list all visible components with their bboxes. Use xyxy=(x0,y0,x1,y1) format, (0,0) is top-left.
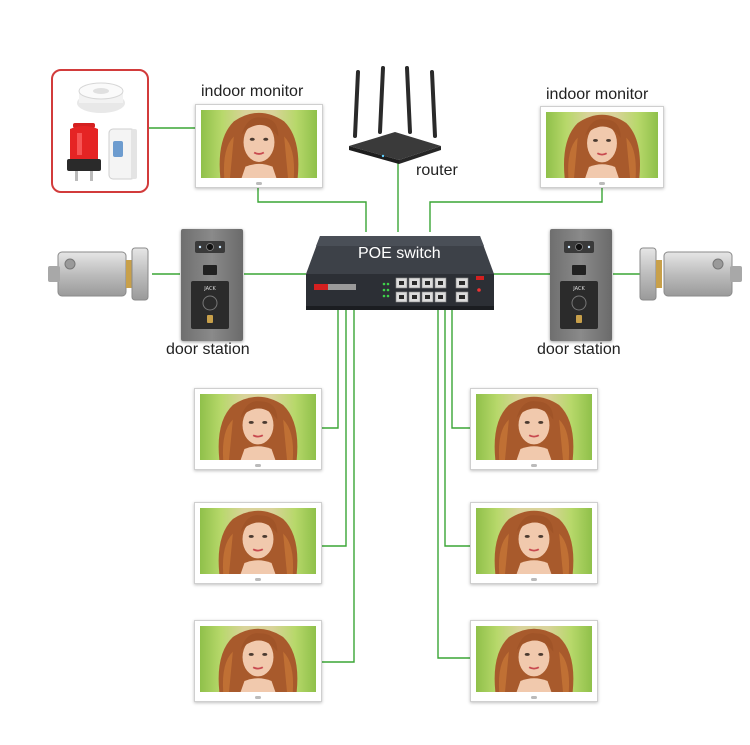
poe-switch-label: POE switch xyxy=(358,245,441,262)
indoor-monitor-left-label: indoor monitor xyxy=(201,83,304,100)
indoor-monitor-icon xyxy=(194,620,322,702)
door-station-icon: JACK xyxy=(550,229,612,341)
indoor-monitor-icon xyxy=(195,104,323,188)
router-icon xyxy=(345,66,445,164)
door-station-icon: JACK xyxy=(181,229,243,341)
poe-switch-icon: POE switch xyxy=(304,232,496,312)
indoor-monitor-icon xyxy=(540,106,664,188)
alarm-sensors-group xyxy=(51,69,149,193)
door-station-right-label: door station xyxy=(537,341,621,358)
door-station-left-label: door station xyxy=(166,341,250,358)
indoor-monitor-icon xyxy=(470,502,598,584)
electric-lock-icon xyxy=(48,246,152,302)
electric-lock-icon xyxy=(638,246,742,302)
router-label: router xyxy=(416,162,458,179)
indoor-monitor-icon xyxy=(194,502,322,584)
door-sensor-icon xyxy=(108,128,137,180)
indoor-monitor-right-label: indoor monitor xyxy=(546,86,649,103)
smoke-detector-icon xyxy=(77,82,125,113)
door-station-tag: JACK xyxy=(572,286,585,292)
alarm-light-icon xyxy=(67,123,101,181)
indoor-monitor-icon xyxy=(470,388,598,470)
indoor-monitor-icon xyxy=(194,388,322,470)
door-station-tag: JACK xyxy=(203,286,216,292)
indoor-monitor-icon xyxy=(470,620,598,702)
